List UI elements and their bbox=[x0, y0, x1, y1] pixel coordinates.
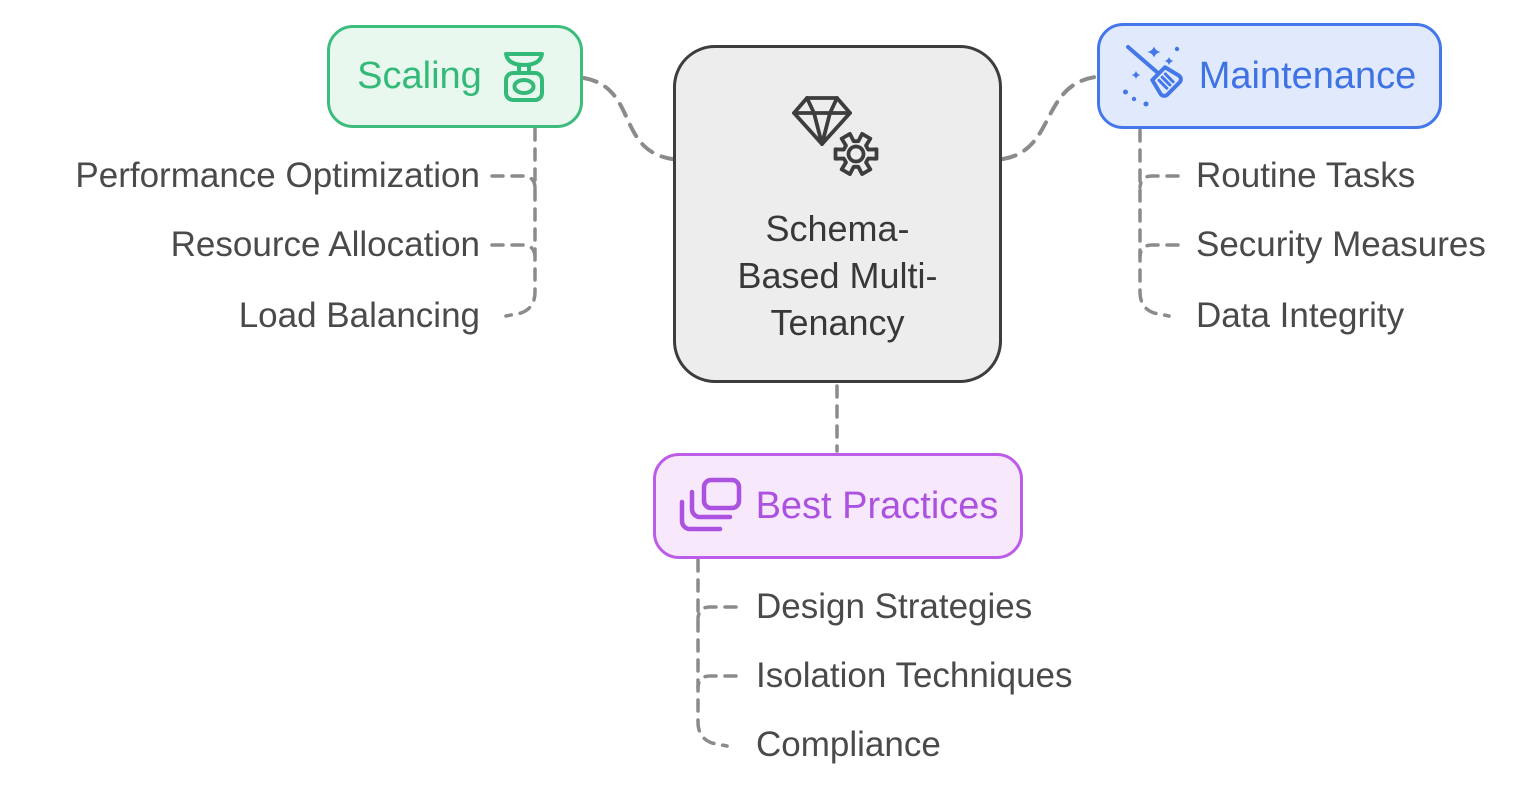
node-best-practices: Best Practices bbox=[653, 453, 1023, 559]
leaf-data-integrity: Data Integrity bbox=[1196, 296, 1405, 335]
center-title-line1: Schema- bbox=[765, 208, 910, 249]
edge-design-strategies bbox=[696, 605, 738, 620]
leaf-performance-optimization: Performance Optimization bbox=[75, 156, 480, 195]
scale-icon bbox=[503, 51, 544, 102]
node-scaling: Scaling bbox=[327, 25, 583, 128]
edge-maintenance-spine bbox=[1138, 128, 1171, 318]
edge-routine-tasks bbox=[1138, 174, 1180, 189]
leaf-routine-tasks: Routine Tasks bbox=[1196, 156, 1416, 195]
node-scaling-label: Scaling bbox=[357, 55, 482, 97]
leaf-design-strategies: Design Strategies bbox=[756, 587, 1033, 626]
edge-center-maintenance bbox=[1001, 75, 1097, 161]
edge-scaling-center bbox=[582, 76, 674, 161]
diamond-gear-icon bbox=[791, 96, 883, 181]
center-title-line2: Based Multi- bbox=[737, 255, 938, 296]
edge-isolation-techniques bbox=[696, 674, 738, 689]
leaf-load-balancing: Load Balancing bbox=[238, 296, 480, 335]
node-best-practices-label: Best Practices bbox=[755, 484, 999, 527]
edge-scaling-spine bbox=[504, 127, 537, 318]
center-title-line3: Tenancy bbox=[770, 302, 905, 343]
edge-performance-optimization bbox=[490, 174, 537, 189]
leaf-security-measures: Security Measures bbox=[1196, 225, 1486, 264]
edge-resource-allocation bbox=[490, 243, 537, 258]
node-center-title: Schema- Based Multi- Tenancy bbox=[737, 205, 937, 346]
edge-security-measures bbox=[1138, 243, 1180, 258]
leaf-resource-allocation: Resource Allocation bbox=[170, 225, 480, 264]
node-center: Schema- Based Multi- Tenancy bbox=[673, 45, 1002, 383]
broom-sparkles-icon bbox=[1122, 45, 1183, 107]
leaf-isolation-techniques: Isolation Techniques bbox=[756, 656, 1073, 695]
edge-best-practices-spine bbox=[696, 558, 729, 748]
stacked-layers-icon bbox=[679, 477, 741, 532]
node-maintenance-label: Maintenance bbox=[1198, 54, 1417, 97]
node-maintenance: Maintenance bbox=[1097, 23, 1442, 129]
leaf-compliance: Compliance bbox=[756, 725, 941, 764]
